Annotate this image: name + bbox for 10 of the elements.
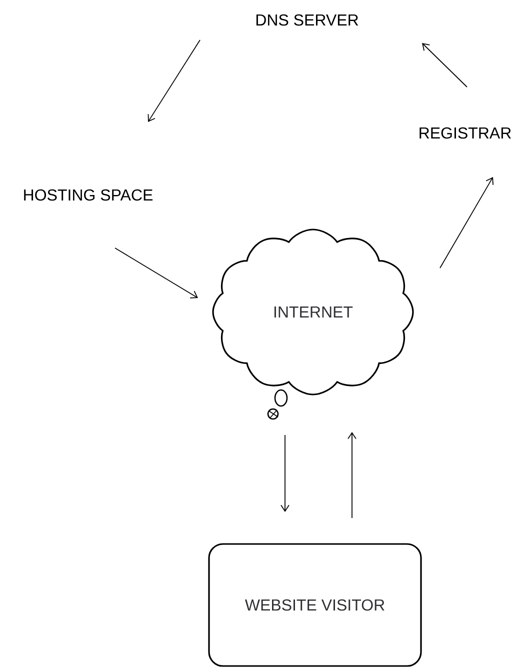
node-label: HOSTING SPACE: [24, 189, 153, 201]
arrow: [280, 434, 290, 512]
arrow: [348, 432, 356, 518]
arrow: [422, 43, 468, 88]
arrow: [114, 248, 198, 298]
rounded-box: WEBSITE VISITOR: [208, 543, 422, 667]
arrow: [440, 177, 494, 268]
arrow: [148, 40, 200, 122]
node-label: REGISTRAR: [420, 127, 511, 139]
node-label: DNS SERVER: [256, 14, 358, 26]
